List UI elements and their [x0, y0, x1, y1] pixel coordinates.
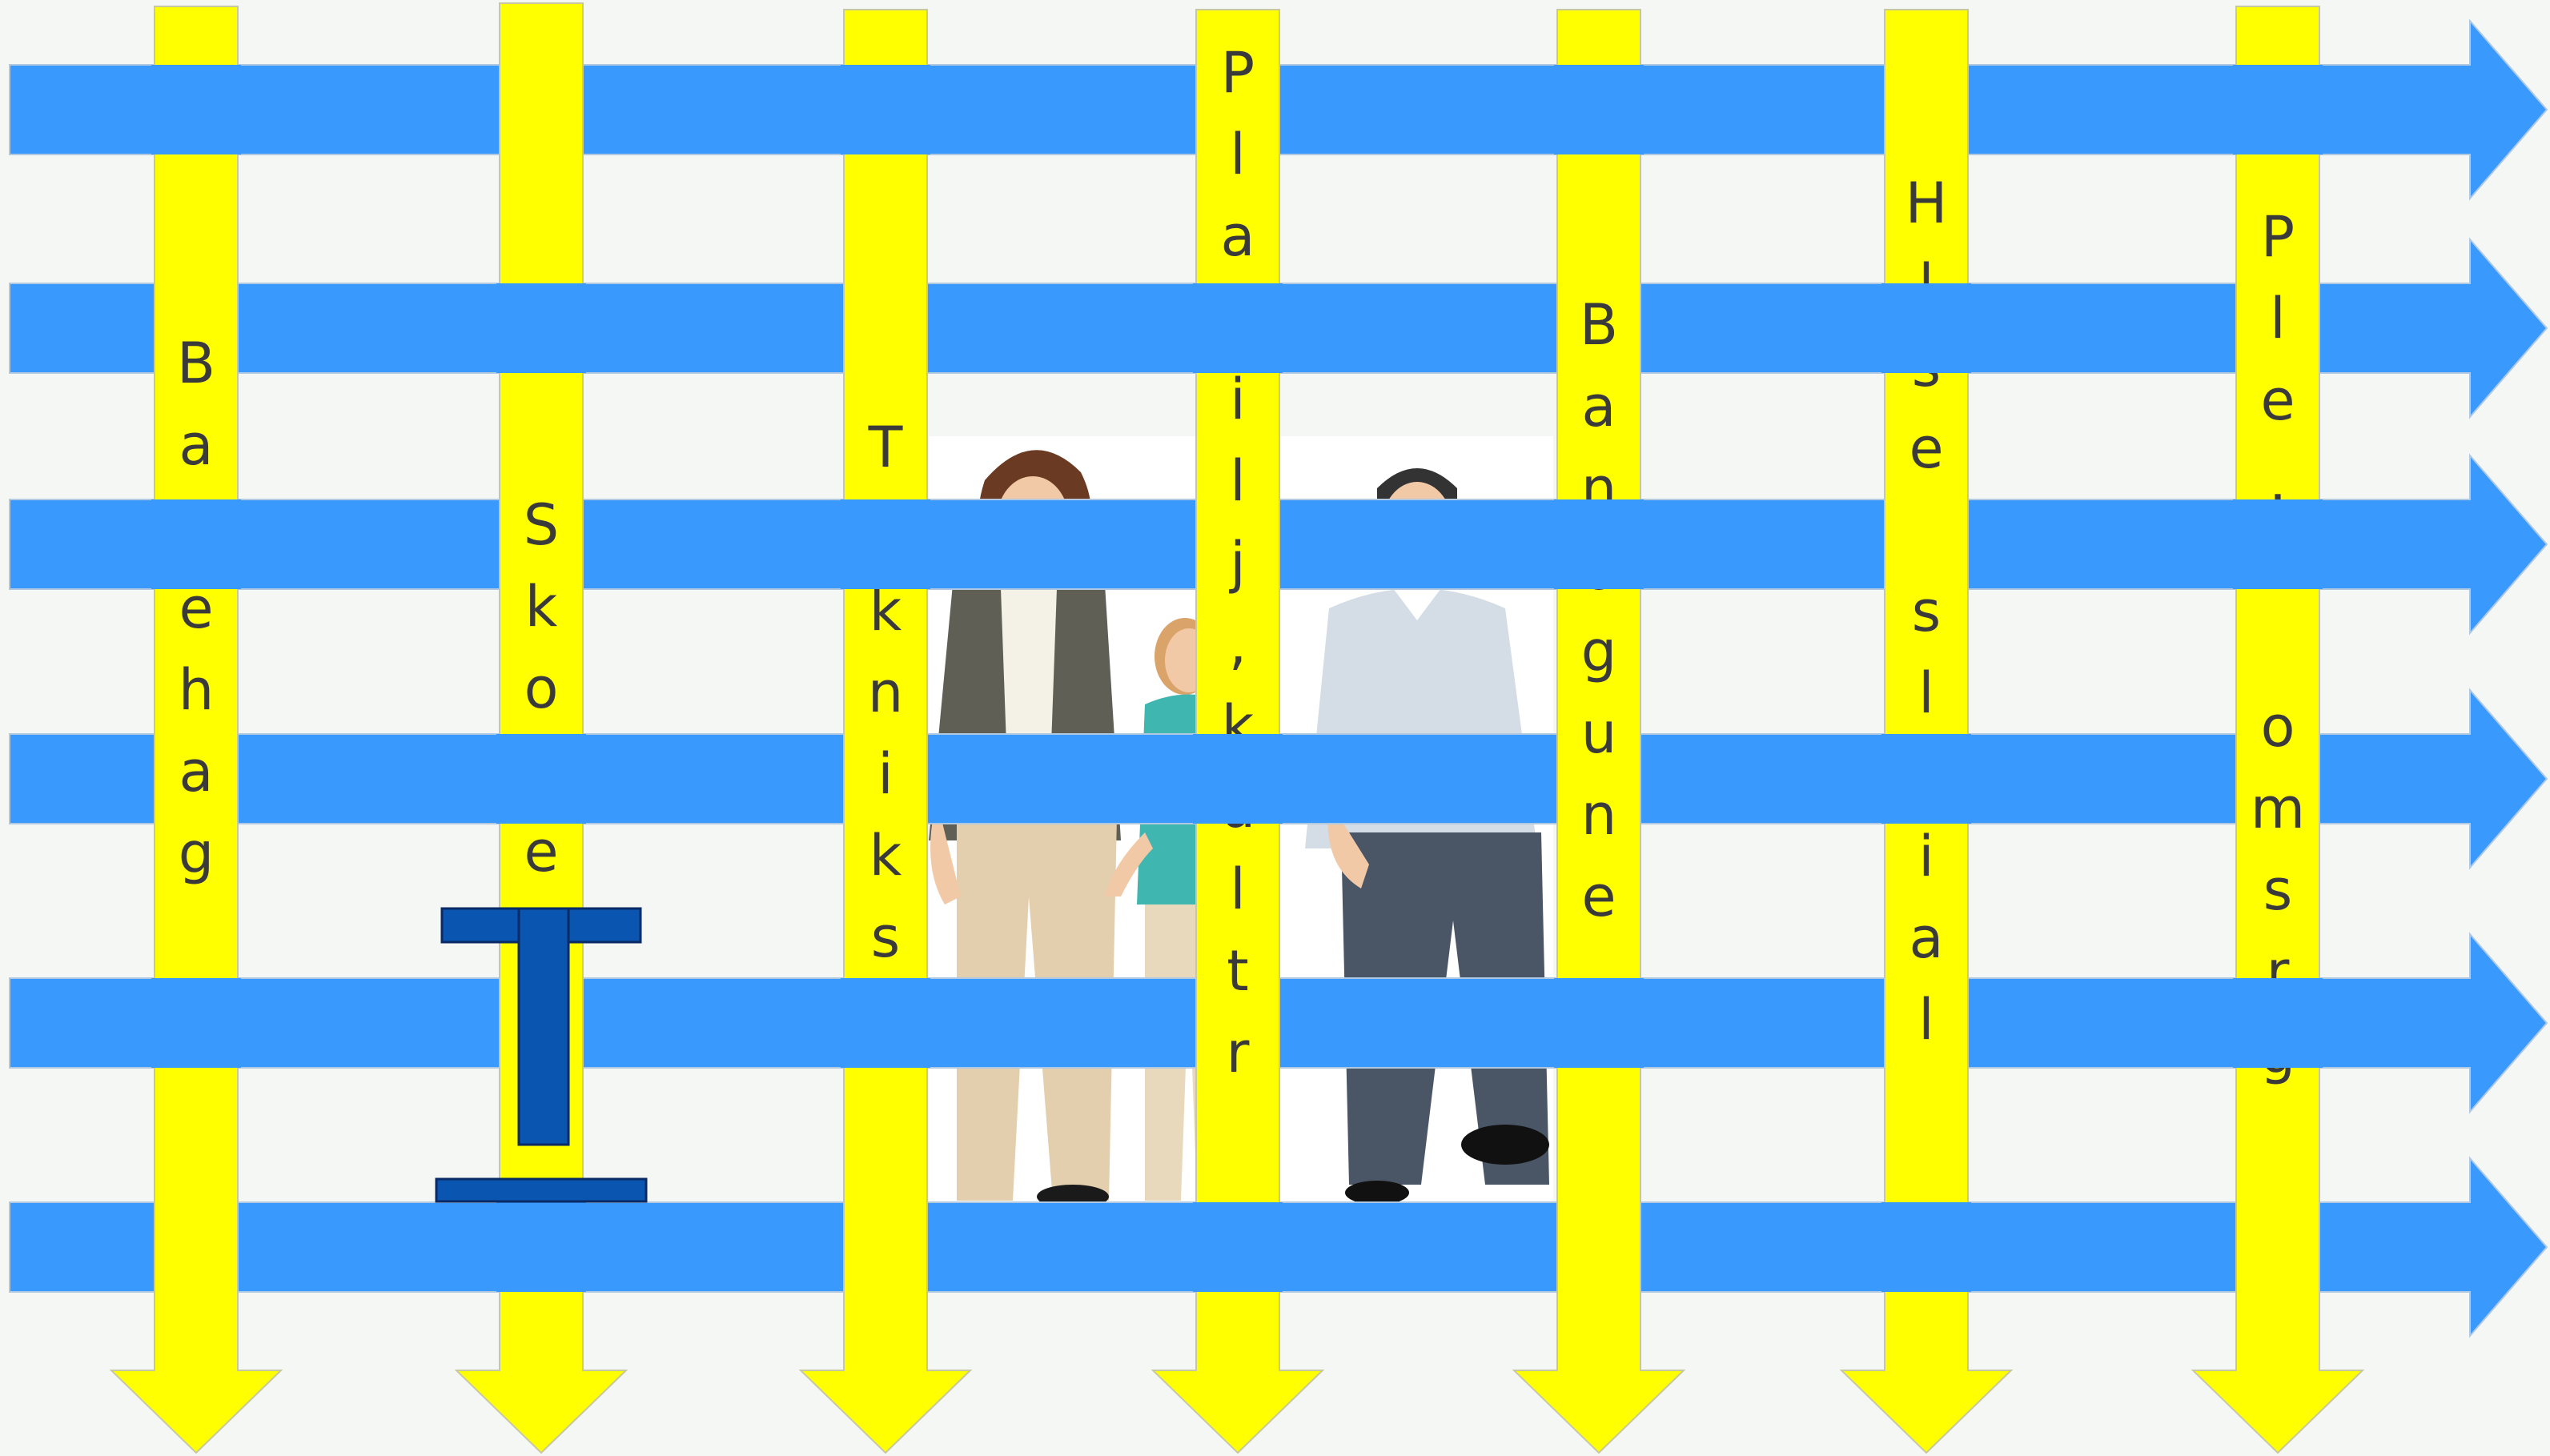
- vertical-arrow-shape: [1839, 9, 2014, 1454]
- vertical-arrow-label: Banehag: [177, 331, 215, 886]
- horizontal-arrow-front-2: [496, 283, 1971, 373]
- horizontal-arrow-front-5: [151, 978, 2323, 1068]
- vertical-arrows: BanehagSkoleTekniksPlamilj,kultrBanogune…: [109, 2, 2365, 1454]
- vertical-arrow-shape: [1151, 9, 1325, 1454]
- t-emblem-icon: [435, 907, 648, 1203]
- horizontal-arrow-front-1: [151, 65, 2323, 154]
- horizontal-arrow-front-4: [496, 734, 1971, 824]
- vertical-arrow-label: Tekniks: [868, 415, 904, 970]
- vertical-arrow-shape: [454, 2, 628, 1454]
- vertical-arrow-shape: [2191, 6, 2365, 1454]
- vertical-arrow-shape: [1512, 9, 1686, 1454]
- vertical-arrow-5: Banogune: [1512, 9, 1686, 1454]
- vertical-arrow-label: Skole: [524, 492, 559, 884]
- horizontal-arrow-front-6: [496, 1202, 1971, 1292]
- vertical-arrow-2: Skole: [454, 2, 628, 1454]
- vertical-arrow-shape: [798, 9, 973, 1454]
- horizontal-arrow-front-3: [151, 499, 2323, 589]
- vertical-arrow-shape: [109, 6, 283, 1454]
- horizontal-arrows-front: [151, 65, 2323, 1292]
